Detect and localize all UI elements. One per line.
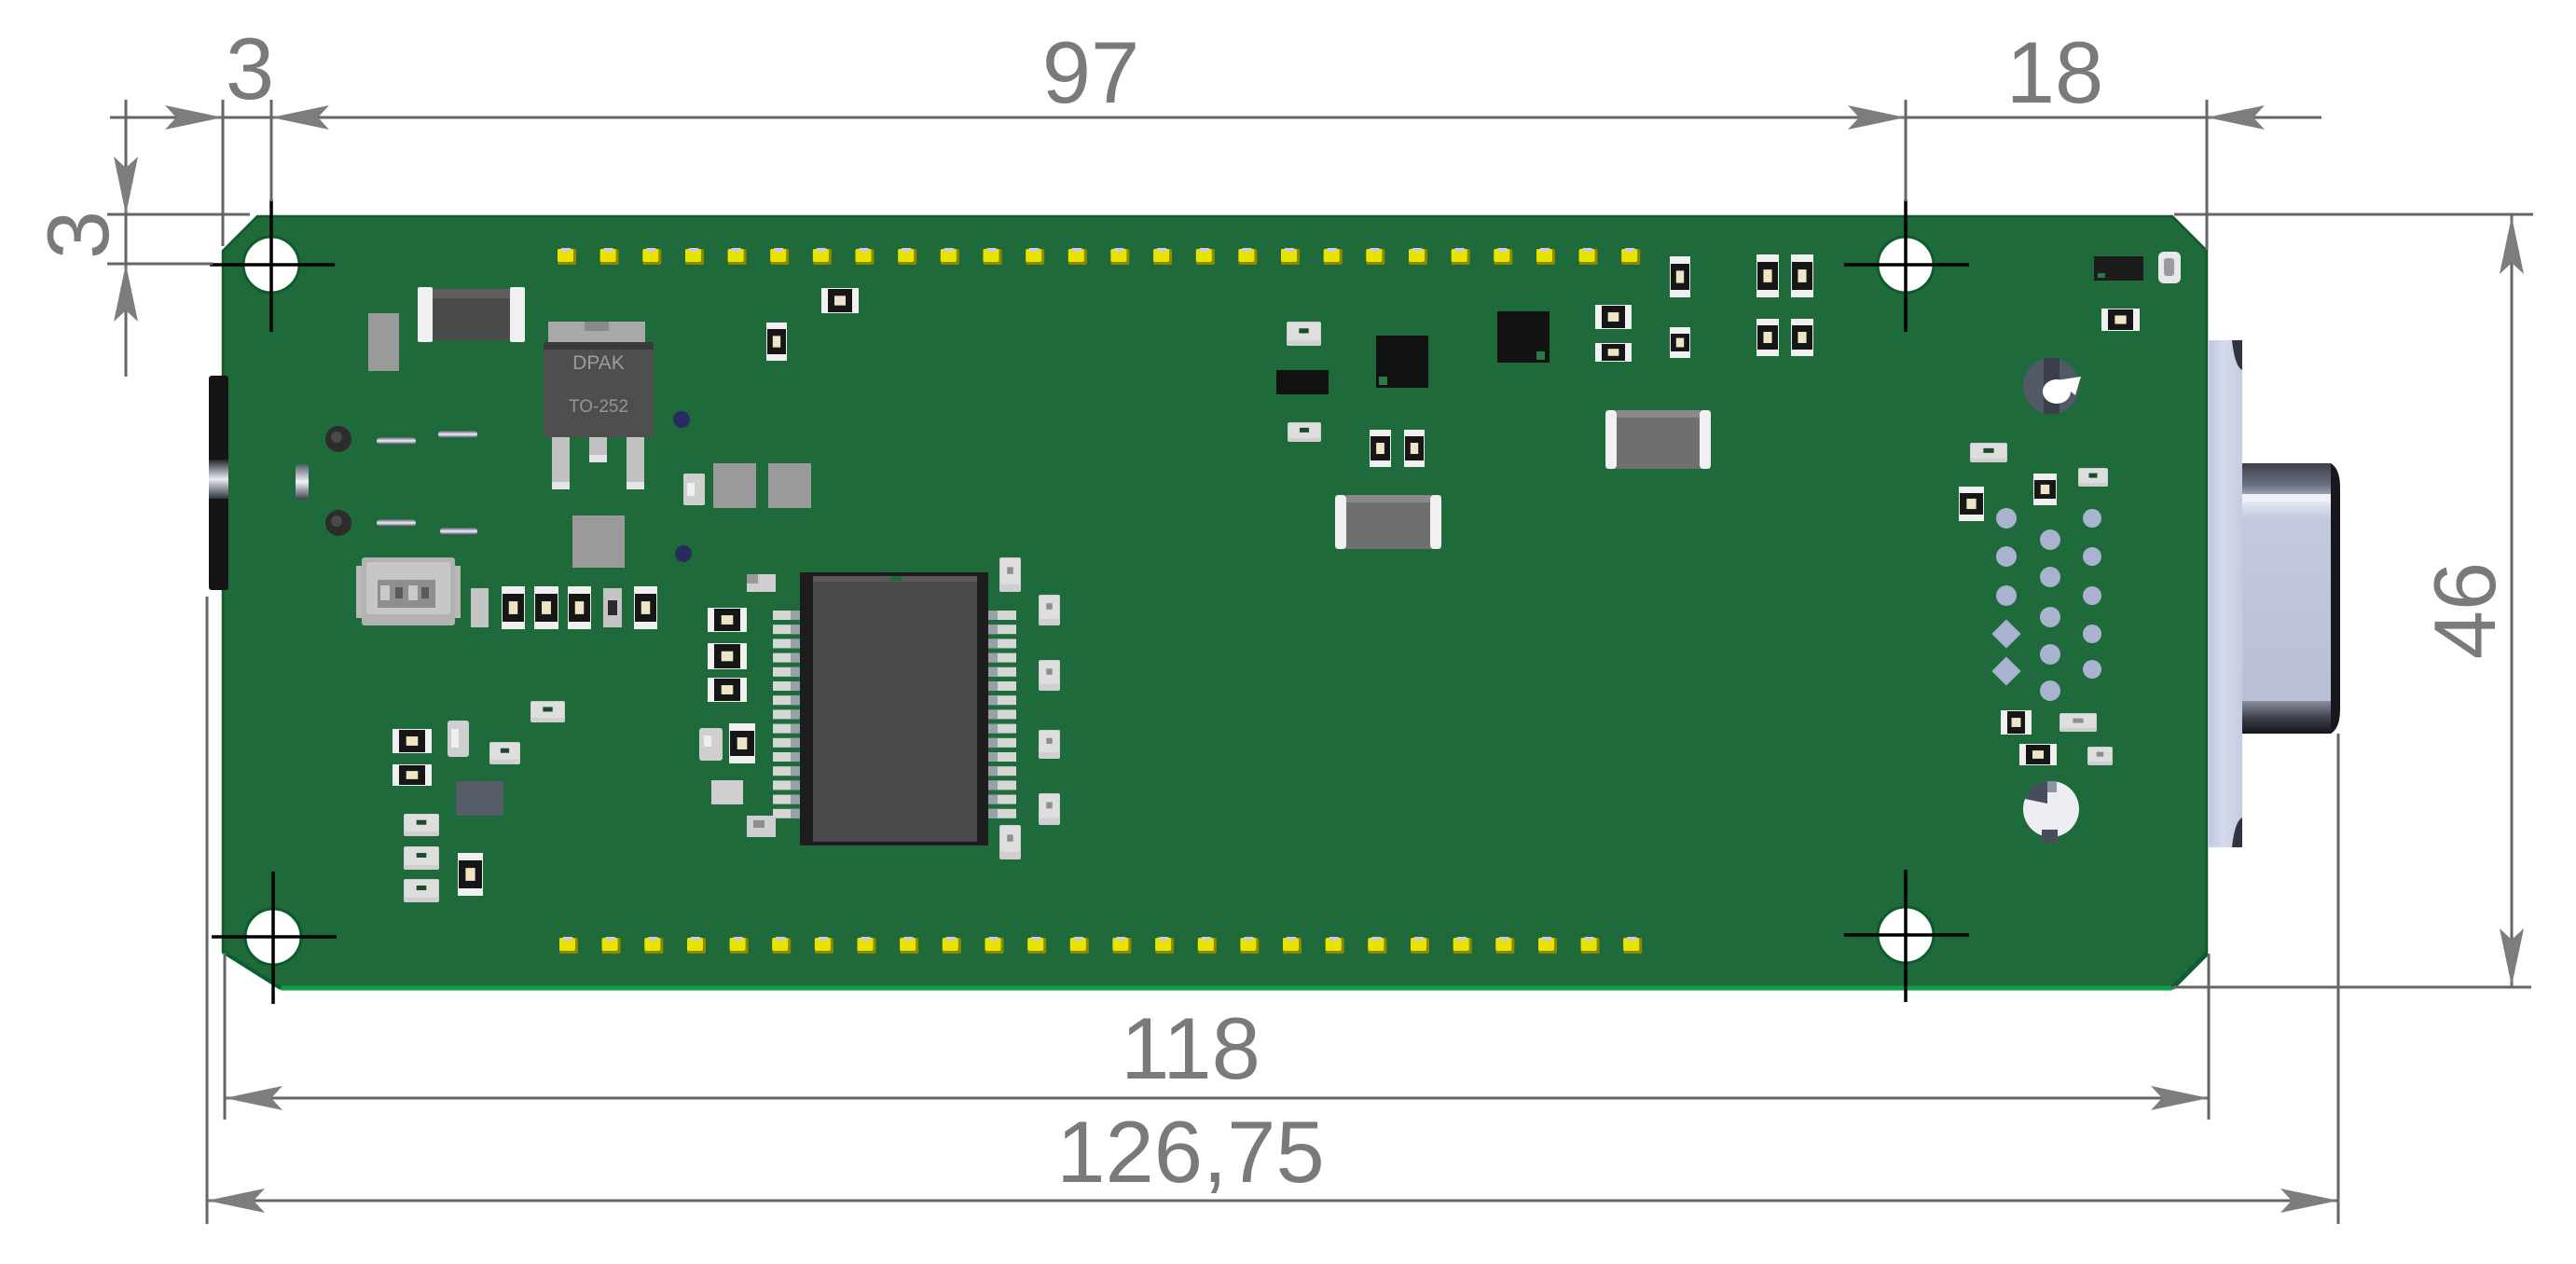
svg-text:126,75: 126,75 [1056,1103,1325,1201]
svg-text:DPAK: DPAK [572,352,625,374]
svg-text:46: 46 [2416,562,2514,660]
svg-text:18: 18 [2006,23,2104,121]
svg-text:3: 3 [29,211,127,259]
svg-text:TO-252: TO-252 [569,397,628,417]
svg-text:3: 3 [226,20,274,117]
svg-text:97: 97 [1042,23,1140,121]
svg-text:118: 118 [1121,999,1260,1097]
